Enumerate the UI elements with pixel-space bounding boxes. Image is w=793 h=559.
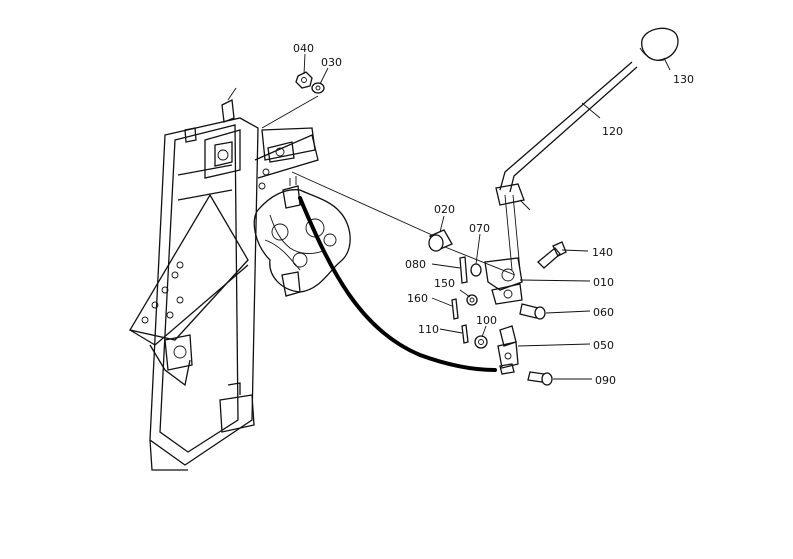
pin-160 [451, 298, 459, 320]
control-valve [253, 176, 351, 297]
assembly-line [291, 171, 433, 236]
label-120: 120 [602, 125, 623, 138]
lever-bracket-010 [484, 257, 523, 305]
clevis-pin-090 [527, 371, 553, 386]
assembly-line [439, 244, 516, 276]
bolt-060 [519, 303, 546, 320]
label-060: 060 [593, 306, 614, 319]
washer-070 [470, 263, 482, 277]
main-frame [128, 87, 259, 471]
lever-rod [495, 61, 638, 271]
pin-080 [459, 256, 468, 284]
label-020: 020 [434, 203, 455, 216]
bolt-140 [537, 241, 567, 269]
bushing-020 [428, 229, 453, 252]
assembly-line [261, 95, 319, 129]
washer-030 [311, 82, 325, 94]
label-110: 110 [418, 323, 439, 336]
label-090: 090 [595, 374, 616, 387]
label-150: 150 [434, 277, 455, 290]
label-160: 160 [407, 292, 428, 305]
control-cable [298, 196, 497, 372]
part-labels: 040 030 130 120 020 070 140 080 010 150 … [293, 42, 694, 387]
washer-150 [466, 294, 478, 306]
label-130: 130 [673, 73, 694, 86]
bracket-plate [254, 127, 319, 190]
leader-lines [303, 53, 671, 380]
pin-110 [461, 324, 469, 344]
label-040: 040 [293, 42, 314, 55]
nut-040 [295, 71, 313, 89]
washer-100 [474, 335, 488, 349]
lever-knob [639, 27, 679, 61]
link-050 [497, 325, 519, 375]
label-100: 100 [476, 314, 497, 327]
label-080: 080 [405, 258, 426, 271]
label-010: 010 [593, 276, 614, 289]
label-140: 140 [592, 246, 613, 259]
label-050: 050 [593, 339, 614, 352]
label-030: 030 [321, 56, 342, 69]
label-070: 070 [469, 222, 490, 235]
